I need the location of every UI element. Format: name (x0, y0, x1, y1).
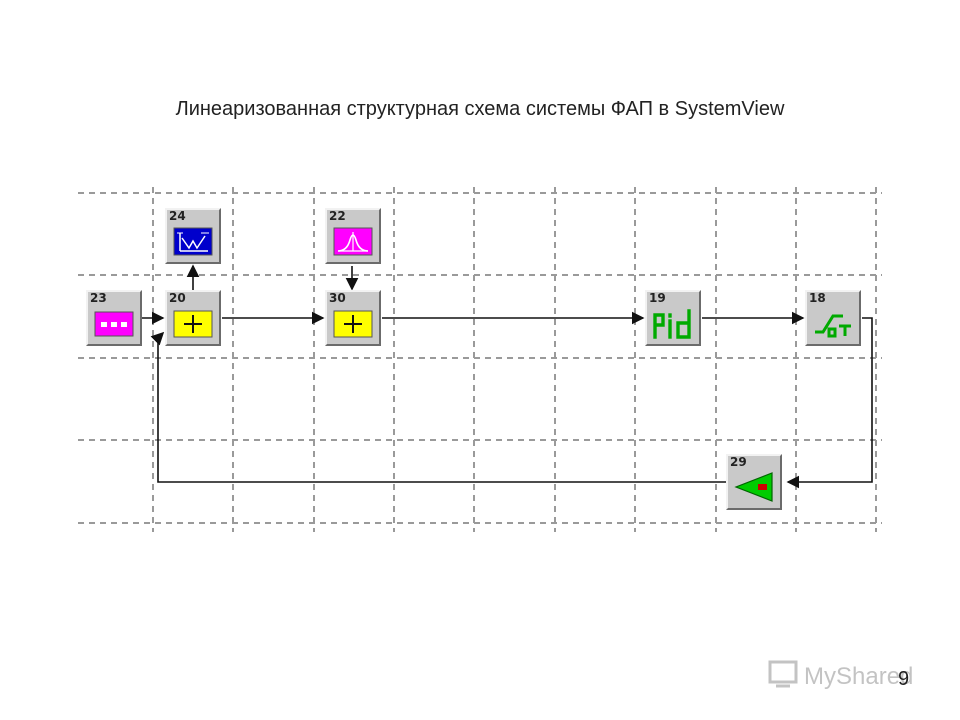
watermark-text: MyShared (804, 663, 913, 690)
block-22[interactable]: 22 (325, 208, 381, 264)
noise-source-icon (333, 227, 373, 256)
gain-icon (734, 472, 773, 502)
block-30[interactable]: 30 (325, 290, 381, 346)
block-18-number: 18 (809, 291, 826, 305)
adder-icon (173, 310, 213, 338)
pid-icon (653, 309, 691, 339)
block-29[interactable]: 29 (726, 454, 782, 510)
grid (78, 187, 882, 532)
block-22-number: 22 (329, 209, 346, 223)
block-23[interactable]: 23 (86, 290, 142, 346)
block-30-number: 30 (329, 291, 346, 305)
link-18-29 (786, 317, 873, 489)
block-19-number: 19 (649, 291, 666, 305)
adder-icon (333, 310, 373, 338)
analyzer-icon (173, 227, 213, 256)
integrator-icon (815, 314, 851, 338)
connections (142, 264, 873, 489)
block-20-number: 20 (169, 291, 186, 305)
block-24[interactable]: 24 (165, 208, 221, 264)
generator-icon (94, 311, 134, 337)
block-18[interactable]: 18 (805, 290, 861, 346)
page-title: Линеаризованная структурная схема систем… (175, 98, 785, 120)
block-20[interactable]: 20 (165, 290, 221, 346)
block-19[interactable]: 19 (645, 290, 701, 346)
page-number: 9 (898, 668, 910, 690)
block-23-number: 23 (90, 291, 107, 305)
link-29-20 (150, 331, 726, 483)
myshared-watermark: MyShared (768, 660, 913, 690)
block-29-number: 29 (730, 455, 747, 469)
block-24-number: 24 (169, 209, 186, 223)
